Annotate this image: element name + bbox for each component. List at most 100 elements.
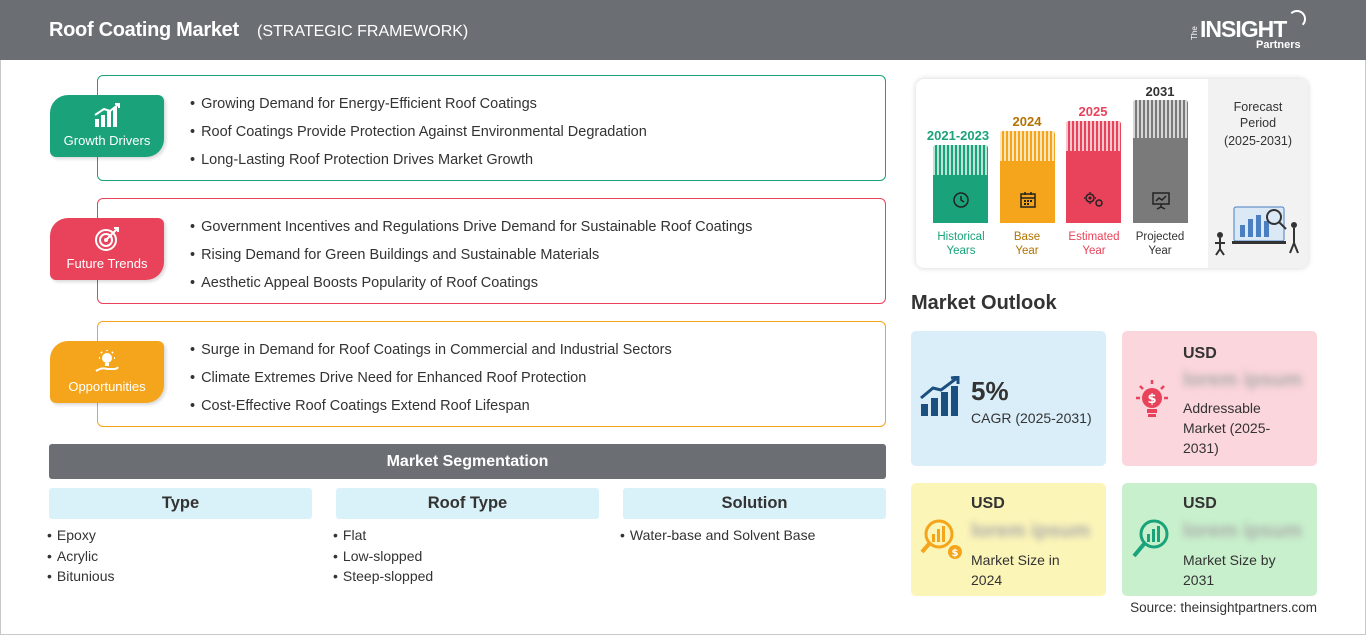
addressable-market-card: $ USD lorem ipsum Addressable Market (20… bbox=[1122, 331, 1317, 466]
timeline-card: Forecast Period (2025-2031) 2021-2023 Hi… bbox=[916, 79, 1308, 268]
market-outlook-title: Market Outlook bbox=[911, 292, 1057, 314]
list-item: Climate Extremes Drive Need for Enhanced… bbox=[190, 368, 672, 396]
market-size-2031-card: USD lorem ipsum Market Size by 2031 bbox=[1122, 483, 1317, 596]
header-bar: Roof Coating Market (STRATEGIC FRAMEWORK… bbox=[0, 0, 1366, 60]
size-2024-label: Market Size in 2024 bbox=[971, 552, 1060, 588]
timeline-year-base: 2024 bbox=[1012, 114, 1042, 129]
logo-arc-icon bbox=[1288, 10, 1306, 28]
period-label: Period bbox=[1239, 116, 1277, 130]
size-2024-usd: USD bbox=[971, 495, 1005, 512]
caption-line: Year bbox=[1082, 245, 1106, 257]
growth-chart-icon bbox=[919, 375, 963, 423]
analytics-illustration-icon bbox=[1215, 206, 1299, 256]
timeline-bar-estimated bbox=[1066, 121, 1121, 223]
source-citation[interactable]: Source: theinsightpartners.com bbox=[1130, 600, 1317, 615]
segment-header-roof-type: Roof Type bbox=[336, 488, 599, 519]
logo-partners: Partners bbox=[1256, 39, 1301, 51]
bar-stripes bbox=[1066, 121, 1121, 151]
list-item: Epoxy bbox=[47, 525, 115, 546]
list-item: Growing Demand for Energy-Efficient Roof… bbox=[190, 94, 647, 122]
dollar-bulb-icon: $ bbox=[1130, 376, 1174, 427]
size-2024-value: lorem ipsum bbox=[971, 520, 1090, 542]
page-subtitle: (STRATEGIC FRAMEWORK) bbox=[257, 23, 469, 40]
page-title: Roof Coating Market bbox=[49, 19, 239, 41]
opportunities-label: Opportunities bbox=[68, 379, 146, 394]
logo-insight: INSIGHT bbox=[1200, 16, 1287, 42]
list-item: Cost-Effective Roof Coatings Extend Roof… bbox=[190, 396, 672, 424]
cagr-value: 5% bbox=[971, 376, 1009, 406]
future-trends-label: Future Trends bbox=[66, 256, 148, 271]
timeline-year-estimated: 2025 bbox=[1078, 104, 1108, 119]
logo-the: The bbox=[1190, 26, 1199, 40]
addressable-value: lorem ipsum bbox=[1183, 369, 1302, 391]
growth-drivers-badge: Growth Drivers bbox=[50, 95, 164, 157]
list-item: Acrylic bbox=[47, 546, 115, 567]
presentation-chart-icon bbox=[1133, 190, 1188, 215]
segment-list-roof-type: Flat Low-slopped Steep-slopped bbox=[333, 525, 433, 587]
insight-partners-logo[interactable]: The INSIGHT Partners bbox=[1190, 10, 1310, 54]
list-item: Rising Demand for Green Buildings and Su… bbox=[190, 245, 752, 273]
bar-stripes bbox=[933, 145, 988, 175]
list-item: Low-slopped bbox=[333, 546, 433, 567]
bar-chart-icon bbox=[50, 103, 164, 129]
svg-text:$: $ bbox=[952, 548, 959, 559]
segment-header-solution: Solution bbox=[623, 488, 886, 519]
segment-list-solution: Water-base and Solvent Base bbox=[620, 525, 815, 546]
cagr-card: 5% CAGR (2025-2031) bbox=[911, 331, 1106, 466]
addressable-usd: USD bbox=[1183, 345, 1217, 362]
size-2031-usd: USD bbox=[1183, 495, 1217, 512]
timeline-bar-historical bbox=[933, 145, 988, 223]
timeline-year-projected: 2031 bbox=[1145, 84, 1175, 99]
future-trends-panel: Government Incentives and Regulations Dr… bbox=[97, 198, 886, 304]
forecast-range: (2025-2031) bbox=[1223, 134, 1293, 148]
magnifier-dollar-icon: $ bbox=[919, 516, 965, 567]
timeline-caption-base: Base Year bbox=[992, 230, 1062, 258]
growth-drivers-list: Growing Demand for Energy-Efficient Roof… bbox=[190, 94, 647, 178]
market-segmentation-title: Market Segmentation bbox=[49, 444, 886, 479]
gears-icon bbox=[1066, 190, 1121, 215]
clock-history-icon bbox=[933, 190, 988, 215]
list-item: Flat bbox=[333, 525, 433, 546]
list-item: Roof Coatings Provide Protection Against… bbox=[190, 122, 647, 150]
forecast-period-label: Forecast Period (2025-2031) bbox=[1208, 99, 1308, 149]
opportunities-badge: Opportunities bbox=[50, 341, 164, 403]
svg-text:$: $ bbox=[1147, 392, 1156, 407]
segment-header-type: Type bbox=[49, 488, 312, 519]
magnifier-chart-icon bbox=[1130, 516, 1176, 567]
caption-line: Projected bbox=[1135, 231, 1185, 243]
caption-line: Year bbox=[1148, 245, 1172, 257]
timeline-bar-projected bbox=[1133, 100, 1188, 223]
cagr-label: CAGR (2025-2031) bbox=[971, 410, 1092, 426]
caption-line: Base bbox=[1013, 231, 1041, 243]
timeline-bar-base bbox=[1000, 131, 1055, 223]
growth-drivers-label: Growth Drivers bbox=[63, 133, 151, 148]
calendar-icon bbox=[1000, 190, 1055, 215]
list-item: Aesthetic Appeal Boosts Popularity of Ro… bbox=[190, 273, 752, 301]
market-size-2024-card: $ USD lorem ipsum Market Size in 2024 bbox=[911, 483, 1106, 596]
list-item: Government Incentives and Regulations Dr… bbox=[190, 217, 752, 245]
opportunities-panel: Surge in Demand for Roof Coatings in Com… bbox=[97, 321, 886, 427]
list-item: Steep-slopped bbox=[333, 566, 433, 587]
timeline-caption-projected: Projected Year bbox=[1125, 230, 1195, 258]
bar-stripes bbox=[1000, 131, 1055, 161]
size-2031-label: Market Size by 2031 bbox=[1183, 552, 1276, 588]
growth-drivers-panel: Growing Demand for Energy-Efficient Roof… bbox=[97, 75, 886, 181]
caption-line: Historical bbox=[937, 231, 985, 243]
list-item: Surge in Demand for Roof Coatings in Com… bbox=[190, 340, 672, 368]
caption-line: Years bbox=[946, 245, 976, 257]
caption-line: Year bbox=[1015, 245, 1039, 257]
opportunities-list: Surge in Demand for Roof Coatings in Com… bbox=[190, 340, 672, 424]
list-item: Water-base and Solvent Base bbox=[620, 525, 815, 546]
addressable-label: Addressable Market (2025-2031) bbox=[1183, 400, 1271, 456]
target-icon bbox=[50, 226, 164, 252]
future-trends-list: Government Incentives and Regulations Dr… bbox=[190, 217, 752, 301]
segment-list-type: Epoxy Acrylic Bitunious bbox=[47, 525, 115, 587]
bar-stripes bbox=[1133, 100, 1188, 138]
list-item: Long-Lasting Roof Protection Drives Mark… bbox=[190, 150, 647, 178]
future-trends-badge: Future Trends bbox=[50, 218, 164, 280]
forecast-label: Forecast bbox=[1233, 100, 1283, 114]
size-2031-value: lorem ipsum bbox=[1183, 520, 1302, 542]
caption-line: Estimated bbox=[1068, 231, 1120, 243]
lightbulb-hand-icon bbox=[50, 349, 164, 375]
timeline-caption-historical: Historical Years bbox=[926, 230, 996, 258]
